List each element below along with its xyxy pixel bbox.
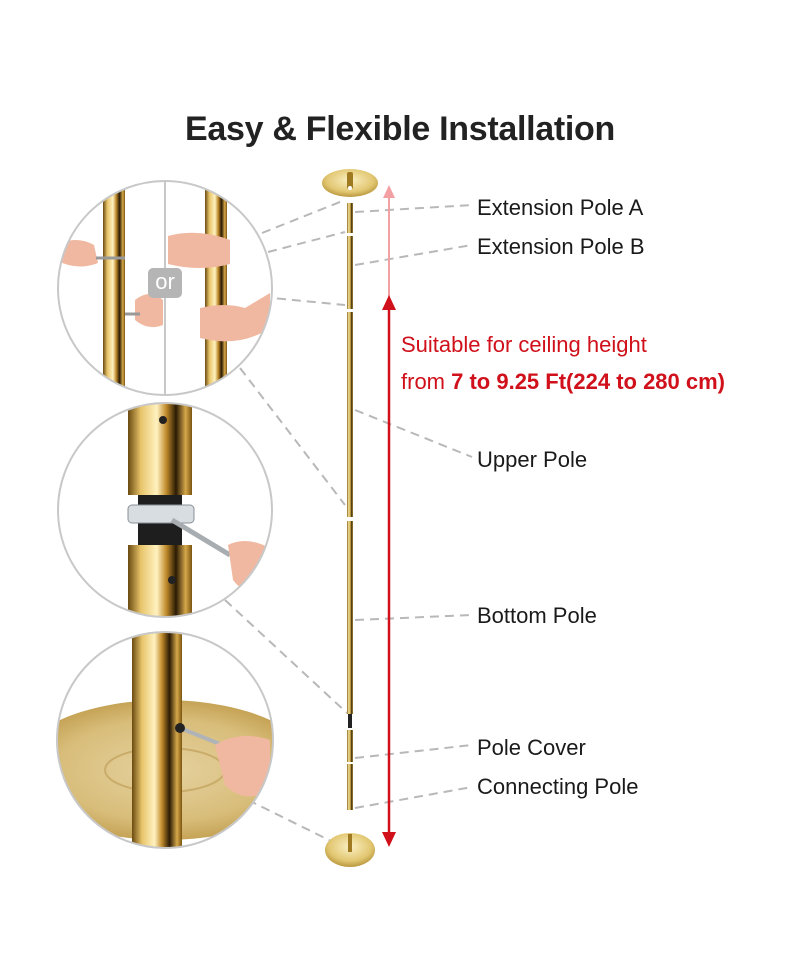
page-title: Easy & Flexible Installation [185, 110, 615, 148]
detail-circle-join-poles [58, 181, 272, 395]
ceiling-note-line2: from 7 to 9.25 Ft(224 to 280 cm) [401, 369, 725, 395]
detail-circle-base-screw [57, 632, 273, 848]
ceiling-note-range: 7 to 9.25 Ft(224 to 280 cm) [451, 369, 726, 394]
label-extension-pole-b: Extension Pole B [477, 234, 645, 259]
label-upper-pole: Upper Pole [477, 447, 588, 472]
ceiling-note-prefix: from [401, 369, 452, 394]
leader-lines [224, 199, 473, 844]
or-divider-badge: or [148, 268, 182, 298]
ceiling-note-line1: Suitable for ceiling height [401, 332, 647, 357]
ceiling-height-arrow [382, 185, 396, 847]
label-connecting-pole: Connecting Pole [477, 774, 639, 799]
detail-circle-threaded-joint [58, 403, 272, 617]
label-bottom-pole: Bottom Pole [477, 603, 597, 628]
label-extension-pole-a: Extension Pole A [477, 195, 644, 220]
pole [347, 203, 353, 810]
label-pole-cover: Pole Cover [477, 735, 586, 760]
